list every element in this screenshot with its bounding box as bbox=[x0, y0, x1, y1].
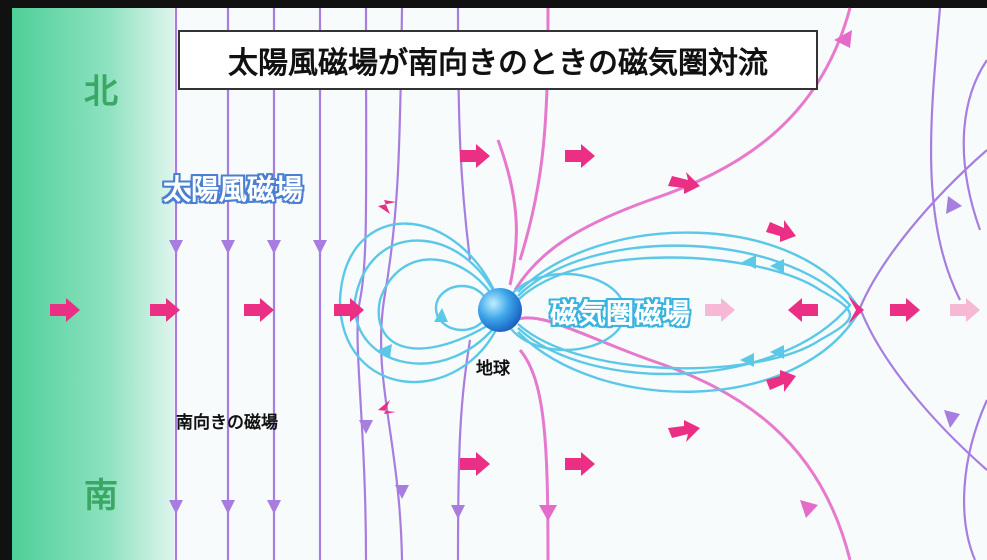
magnetosphere-field-label: 磁気圏磁場 bbox=[550, 297, 691, 330]
south-label: 南 bbox=[84, 476, 118, 516]
open-line-arrow-bottom bbox=[539, 505, 557, 521]
top-frame bbox=[0, 0, 987, 8]
earth-label: 地球 bbox=[476, 359, 510, 379]
faded-flow-arrows bbox=[705, 298, 980, 322]
solar-wind-field-label: 太陽風磁場 bbox=[163, 173, 304, 206]
magnetosphere-arrows bbox=[378, 255, 784, 367]
southward-field-label: 南向きの磁場 bbox=[176, 413, 278, 433]
tail-arrow-2 bbox=[944, 410, 960, 428]
southward-arrows bbox=[169, 240, 465, 519]
convection-flow-arrows bbox=[50, 144, 920, 476]
earth-globe bbox=[478, 288, 522, 332]
solar-wind-field-lines bbox=[174, 7, 472, 560]
north-label: 北 bbox=[84, 72, 118, 112]
upstream-band bbox=[12, 0, 174, 560]
diagram-title: 太陽風磁場が南向きのときの磁気圏対流 bbox=[178, 30, 818, 90]
left-frame bbox=[0, 0, 12, 560]
open-line-arrow-ne bbox=[834, 30, 852, 48]
tail-arrow-1 bbox=[946, 196, 962, 214]
open-line-arrow-se bbox=[800, 500, 818, 518]
